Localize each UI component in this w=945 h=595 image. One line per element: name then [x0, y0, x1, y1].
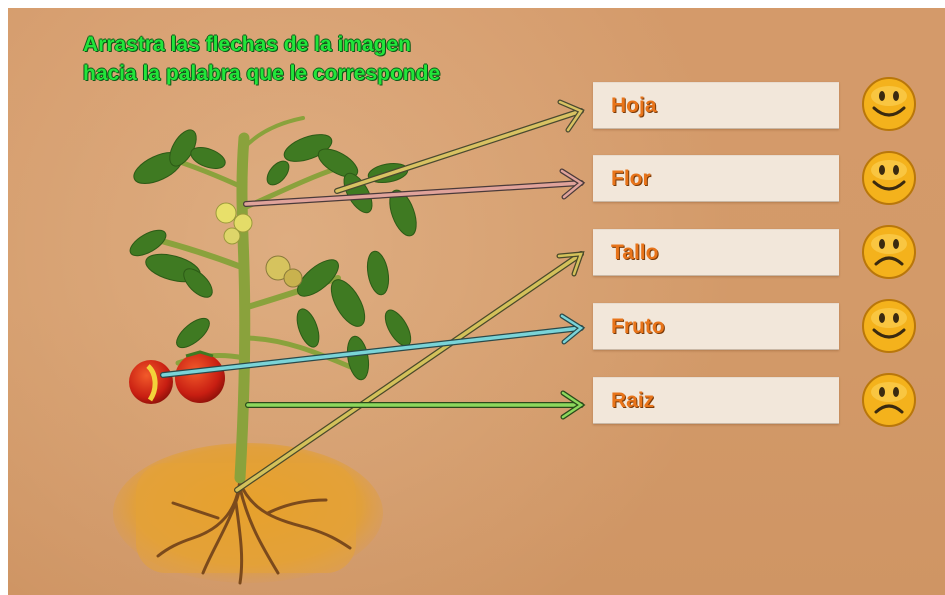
smiley-sad-icon: [862, 373, 916, 427]
arrow-hoja: [334, 99, 585, 194]
stems: [155, 116, 356, 484]
flowers: [215, 202, 303, 288]
word-label-raiz: Raiz: [611, 389, 655, 412]
plant-image: [113, 99, 586, 585]
smiley-happy-icon: [862, 151, 916, 205]
activity-stage: Arrastra las flechas de la imagen hacia …: [8, 8, 945, 595]
word-target-raiz[interactable]: Raiz: [593, 377, 839, 424]
roots: [156, 476, 352, 585]
connection-arrows: [160, 99, 586, 493]
instructions: Arrastra las flechas de la imagen hacia …: [83, 30, 440, 88]
word-label-tallo: Tallo: [611, 241, 659, 264]
smiley-happy-icon: [862, 77, 916, 131]
word-target-flor[interactable]: Flor: [593, 155, 839, 202]
tomatoes: [129, 350, 225, 404]
word-target-hoja[interactable]: Hoja: [593, 82, 839, 129]
arrow-flor: [243, 168, 586, 207]
instructions-line-1: Arrastra las flechas de la imagen: [83, 33, 411, 56]
word-target-tallo[interactable]: Tallo: [593, 229, 839, 276]
word-target-fruto[interactable]: Fruto: [593, 303, 839, 350]
smiley-sad-icon: [862, 225, 916, 279]
arrow-raiz: [245, 390, 586, 420]
word-label-hoja: Hoja: [611, 94, 657, 117]
word-label-flor: Flor: [611, 167, 651, 190]
arrow-fruto: [160, 313, 586, 378]
instructions-line-2: hacia la palabra que le corresponde: [83, 62, 441, 85]
smiley-happy-icon: [862, 299, 916, 353]
arrow-tallo: [234, 251, 585, 493]
leaves: [129, 129, 417, 381]
word-label-fruto: Fruto: [611, 315, 665, 338]
